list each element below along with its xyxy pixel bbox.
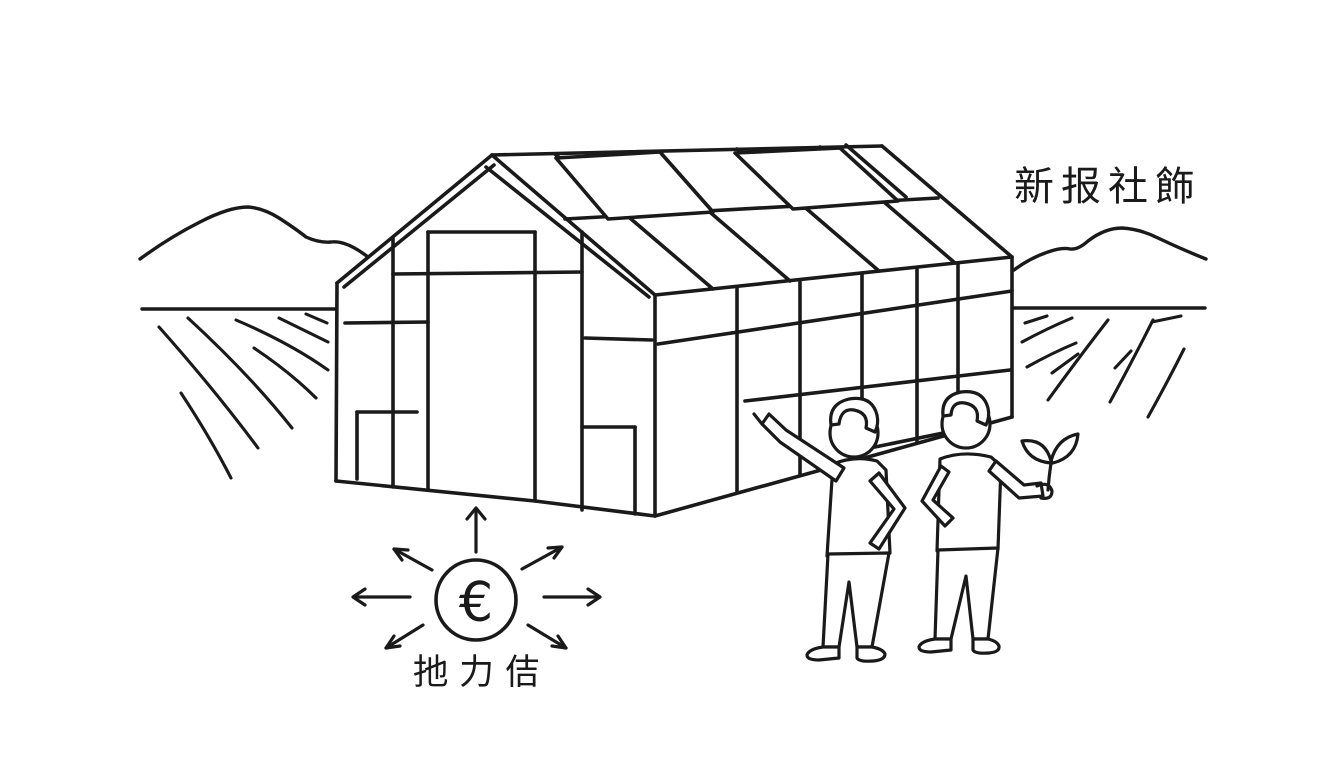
field-furrows-left-icon: [157, 312, 330, 480]
arrow-up-right-icon: [520, 545, 564, 571]
euro-symbol: €: [459, 571, 493, 634]
arrow-up-left-icon: [392, 547, 434, 572]
shoe-right: [971, 637, 1001, 655]
roof-vent-left: [554, 150, 715, 221]
arrow-right-icon: [542, 587, 602, 607]
hand: [1035, 482, 1054, 500]
coin-caption: 扡力佶: [413, 653, 551, 693]
hair: [941, 389, 991, 427]
holding-arm: [987, 459, 1045, 500]
arrow-down-left-icon: [384, 623, 425, 650]
shoe-left: [917, 637, 953, 654]
arrow-up-icon: [465, 506, 487, 554]
euro-coin-icon: [434, 558, 518, 642]
greenhouse: [334, 143, 1014, 518]
caption-top-right: 新报社飾: [1014, 164, 1202, 210]
field-furrows-right-icon: [1020, 314, 1186, 419]
arrow-down-right-icon: [526, 623, 568, 650]
hair: [829, 396, 880, 434]
shoe-right: [855, 645, 887, 663]
pointing-arm: [760, 412, 846, 483]
mountains-left-icon: [138, 205, 370, 261]
greenhouse-front-face: [334, 153, 657, 518]
person-pointing: [752, 396, 907, 663]
pointing-finger: [752, 412, 764, 426]
person-holding-plant: [917, 389, 1080, 655]
euro-flow-diagram: [351, 506, 602, 650]
roof-vent-right: [733, 143, 908, 211]
mountains-right-icon: [1012, 226, 1208, 272]
arrow-left-icon: [351, 587, 412, 607]
shoe-left: [805, 645, 841, 662]
seedling-icon: [1020, 432, 1080, 492]
